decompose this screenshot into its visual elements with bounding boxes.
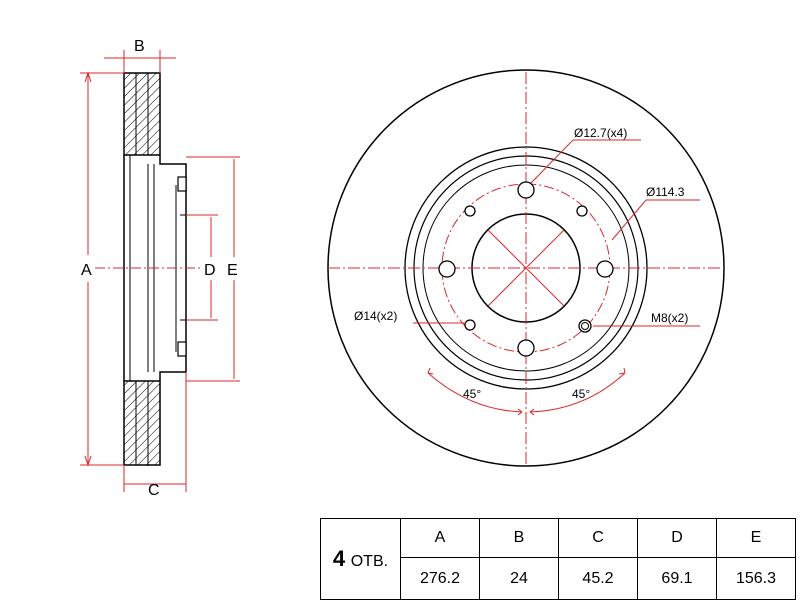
dimension-a-label: A (81, 262, 92, 279)
pcd-callout: Ø114.3 (646, 185, 685, 199)
angle-right-label: 45° (572, 387, 590, 401)
side-view: A B C D E (80, 38, 240, 499)
value-e: 156.3 (716, 557, 796, 600)
dimension-d (186, 214, 218, 321)
friction-ring-top (123, 72, 161, 156)
value-a: 276.2 (400, 557, 480, 600)
angle-left-label: 45° (463, 387, 481, 401)
header-c: C (558, 517, 638, 559)
spec-table: 4 ОТВ. A B C D E 276.2 24 45.2 69.1 156.… (320, 517, 796, 600)
holes-unit: ОТВ. (350, 553, 389, 570)
header-d: D (637, 517, 717, 559)
value-b: 24 (479, 557, 559, 600)
bolt-hole-bottom (517, 339, 535, 357)
value-c: 45.2 (558, 557, 638, 600)
threaded-hole-upper-right (576, 205, 588, 217)
center-holes-callout: Ø14(x2) (354, 309, 397, 323)
bolt-hole-callout: Ø12.7(x4) (574, 126, 627, 140)
dimension-d-label: D (204, 262, 216, 279)
bolt-hole-top (517, 181, 535, 199)
threaded-hole-lower-right (578, 319, 592, 333)
header-e: E (716, 517, 796, 559)
bolt-hole-left (438, 260, 456, 278)
dimension-e (186, 156, 240, 382)
front-view: Ø12.7(x4) Ø114.3 Ø14(x2) M8(x2) 45° 45° (327, 69, 725, 467)
header-a: A (400, 517, 480, 559)
dimension-c (123, 372, 187, 492)
threaded-holes-callout: M8(x2) (651, 311, 688, 325)
center-hole-lower-left (464, 319, 476, 331)
dimension-a (80, 71, 124, 467)
bolt-hole-right (596, 260, 614, 278)
holes-count: 4 (332, 546, 346, 571)
dimension-e-label: E (227, 262, 238, 279)
dimension-b (104, 50, 176, 73)
friction-ring-bottom (123, 380, 161, 466)
dimension-c-label: C (148, 482, 160, 499)
center-hole-upper-left (464, 205, 476, 217)
header-b: B (479, 517, 559, 559)
holes-count-cell: 4 ОТВ. (320, 518, 401, 600)
brake-disc-drawing: A B C D E (80, 38, 725, 499)
value-d: 69.1 (637, 557, 717, 600)
dimension-b-label: B (134, 38, 145, 55)
